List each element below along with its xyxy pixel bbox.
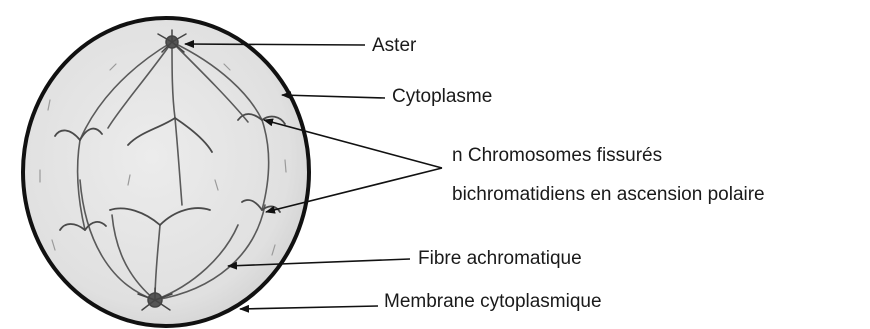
- label-aster: Aster: [372, 35, 416, 58]
- pointer-cytoplasme: [282, 95, 385, 98]
- label-chromosomes-line1: n Chromosomes fissurés: [452, 145, 662, 168]
- pointer-aster: [185, 44, 365, 45]
- label-membrane-cytoplasmique: Membrane cytoplasmique: [384, 291, 602, 314]
- pointer-membrane: [240, 306, 378, 309]
- label-fibre-achromatique: Fibre achromatique: [418, 248, 582, 271]
- cell-membrane: [23, 18, 309, 326]
- label-chromosomes-line2: bichromatidiens en ascension polaire: [452, 184, 765, 207]
- label-cytoplasme: Cytoplasme: [392, 86, 492, 109]
